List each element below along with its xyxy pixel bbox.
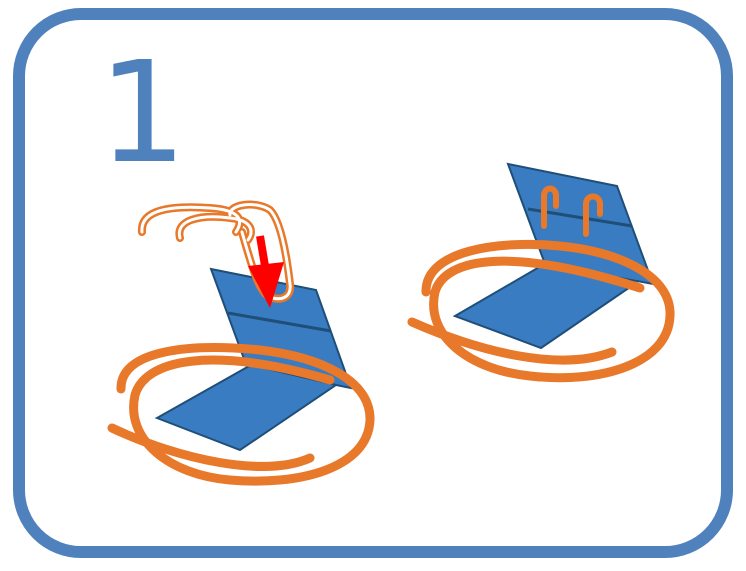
- step-number: 1: [98, 44, 187, 184]
